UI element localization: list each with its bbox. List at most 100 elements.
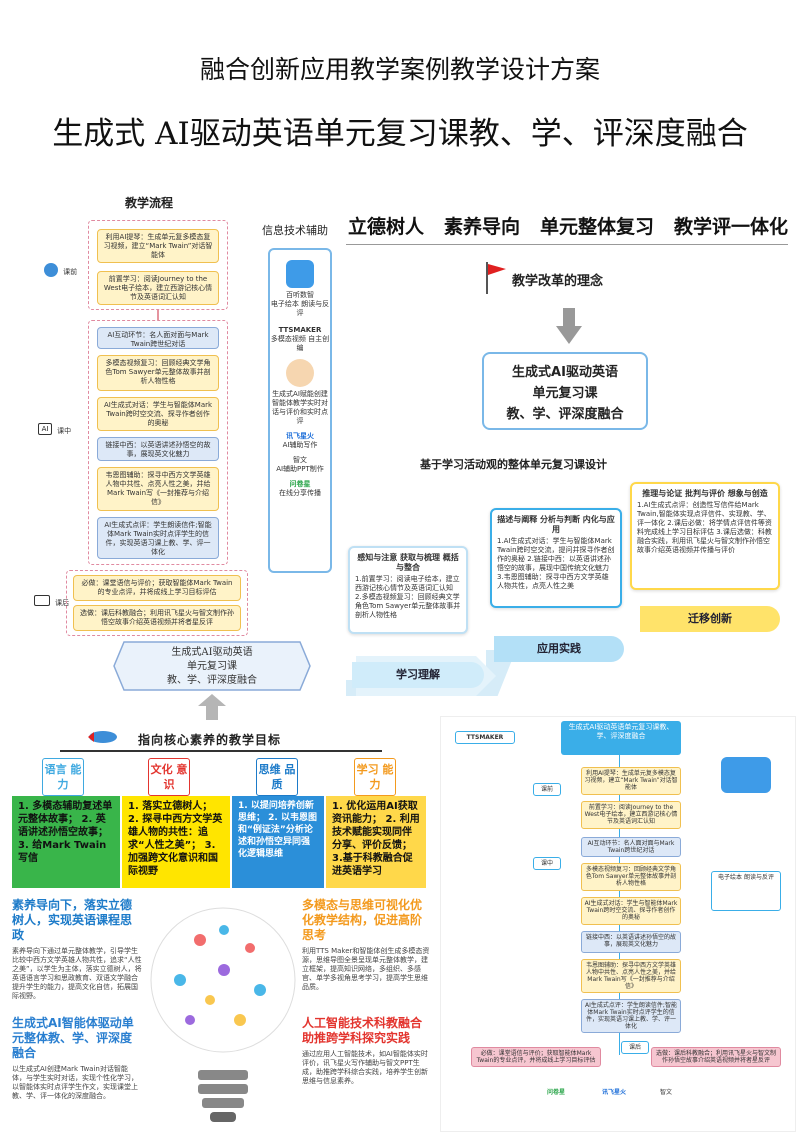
in-class-label: 课中 bbox=[57, 427, 72, 435]
core-line: 教、学、评深度融合 bbox=[506, 407, 624, 422]
core-line: 生成式AI驱动英语 bbox=[512, 365, 618, 380]
mindmap-box: AI互动环节：名人面对面与Mark Twain跨世纪对话 bbox=[581, 837, 681, 857]
pre-class-label: 课前 bbox=[63, 268, 78, 276]
goal-column-thinking: 思维 品质 bbox=[256, 758, 298, 796]
mindmap-node: 课后 bbox=[621, 1041, 649, 1054]
it-item: TTSMAKER 多模态视频 自主创编 bbox=[270, 318, 330, 353]
mindmap-box: 选做：课后科教融合；利用讯飞星火与智文制作孙悟空故事介绍英语视频并将者星反评 bbox=[651, 1047, 781, 1067]
gear-icon bbox=[44, 262, 58, 277]
mindmap-box: AI生成式对话：学生与智能体Mark Twain跨时空交流、探寻作者创作的奥秘 bbox=[581, 897, 681, 925]
it-item-desc: AI辅助PPT制作 bbox=[276, 465, 324, 473]
ai-icon: AI bbox=[38, 422, 52, 435]
rocket-icon bbox=[88, 731, 117, 743]
mindmap-box: AI生成式点评：学生朗读信件;智能体Mark Twain实时点评学生的信件，实现… bbox=[581, 999, 681, 1033]
in-class-step: 韦恩图辅助：探寻中西方文学英雄人物中共性、点亮人性之美，并给Mark Twain… bbox=[97, 467, 219, 511]
core-box: 生成式AI驱动英语 单元复习课 教、学、评深度融合 bbox=[482, 352, 648, 430]
principle-item: 教学评一体化 bbox=[673, 216, 788, 238]
summary-line: 单元复习课 bbox=[187, 661, 237, 672]
in-class-step: 链接中西：以英语讲述孙悟空的故事，展现英文化魅力 bbox=[97, 437, 219, 461]
it-item: 百听数智 电子绘本 朗读与反评 bbox=[270, 250, 330, 318]
it-item-name: 讯飞星火 bbox=[286, 432, 314, 440]
activity-card-2: 描述与阐释 分析与判断 内化与应用 1.AI生成式对话：学生与智能体Mark T… bbox=[490, 508, 622, 608]
principles-row: 立德树人 素养导向 单元整体复习 教学评一体化 bbox=[348, 212, 788, 239]
it-item-name: 智文 bbox=[293, 456, 307, 464]
it-item-desc: 多模态视频 自主创编 bbox=[270, 335, 330, 352]
mindmap-panel: 生成式AI驱动英语单元复习课教、学、评深度融合 课前 课中 课后 TTSMAKE… bbox=[440, 716, 796, 1132]
pre-class-step: 利用AI提琴：生成单元复多模态复习视频，建立“Mark Twain”对话智能体 bbox=[97, 229, 219, 263]
pre-class-block: 利用AI提琴：生成单元复多模态复习视频，建立“Mark Twain”对话智能体 … bbox=[88, 220, 228, 310]
laptop-icon bbox=[34, 595, 50, 606]
bulb-head: 多模态与思维可视化优化教学结构，促进高阶思考 bbox=[302, 898, 423, 942]
post-class-section: 课后 bbox=[34, 590, 69, 609]
in-class-section: AI 课中 bbox=[38, 418, 71, 437]
it-item: 讯飞星火 AI辅助写作 bbox=[270, 426, 330, 450]
page-subtitle: 生成式 AI驱动英语单元复习课教、学、评深度融合 bbox=[52, 116, 748, 152]
bulb-text: 素养导向下通过单元整体教学，引导学生比较中西方文学英雄人物共性，追求“人性之美”… bbox=[12, 947, 142, 1000]
principles-label: 教学改革的理念 bbox=[512, 274, 604, 289]
it-item-desc: 在线分享传播 bbox=[279, 489, 321, 497]
pre-class-step: 前置学习：阅读Journey to the West电子绘本，建立西游记核心情节… bbox=[97, 271, 219, 305]
goal-body-learning: 1. 优化运用AI获取资讯能力； 2. 利用技术赋能实现同伴分享、评价反馈； 3… bbox=[326, 796, 426, 888]
mindmap-node: 问卷星 bbox=[546, 1089, 565, 1096]
card-body: 1.AI生成式点评：创造性写信件给Mark Twain,智能体实现点评信件、实现… bbox=[637, 501, 772, 554]
avatar-icon bbox=[286, 359, 314, 387]
bulb-bottom-left: 生成式AI智能体驱动单元整体教、学、评深度融合 以生成式AI创建Mark Twa… bbox=[12, 1016, 138, 1101]
card-head: 感知与注意 获取与梳理 概括与整合 bbox=[357, 553, 459, 572]
goal-column-language: 语言 能力 bbox=[42, 758, 84, 796]
mindmap-box: 多模态视频复习：回顾经典文学角色Tom Sawyer单元整体故事并剖析人物性格 bbox=[581, 863, 681, 891]
bulb-head: 素养导向下，落实立德树人，实现英语课程思政 bbox=[12, 898, 133, 942]
post-class-block: 必做：课堂语信与评价；获取智能体Mark Twain的专业点评，并将成线上学习目… bbox=[66, 570, 248, 636]
it-item-desc: AI辅助写作 bbox=[282, 441, 318, 449]
goal-head: 思维 品质 bbox=[256, 758, 298, 796]
goal-head: 学习 能力 bbox=[354, 758, 396, 796]
summary-hexagon bbox=[113, 641, 311, 691]
it-support-column: 百听数智 电子绘本 朗读与反评 TTSMAKER 多模态视频 自主创编 生成式A… bbox=[268, 248, 332, 573]
principle-item: 素养导向 bbox=[443, 216, 520, 238]
in-class-block: AI互动环节：名人面对面与Mark Twain跨世纪对话 多模态视频复习：回顾经… bbox=[88, 320, 228, 565]
activity-title: 基于学习活动观的整体单元复习课设计 bbox=[420, 458, 607, 471]
bulb-top-right: 多模态与思维可视化优化教学结构，促进高阶思考 利用TTS Maker和智能体创生… bbox=[302, 898, 432, 992]
bulb-text: 通过应用人工智能技术，如AI智能体实时评价，讯飞星火写作辅助与智文PPT生成，助… bbox=[302, 1050, 428, 1085]
goal-body-language: 1. 多模态辅助复述单元整体故事； 2. 英语讲述孙悟空故事； 3. 给Mark… bbox=[12, 796, 120, 888]
mindmap-box: 前置学习：阅读Journey to the West电子绘本，建立西游记核心情节… bbox=[581, 801, 681, 829]
mindmap-node: 课中 bbox=[533, 857, 561, 870]
lightbulb-graphic bbox=[150, 907, 296, 1122]
bulb-text: 以生成式AI创建Mark Twain对话智能体，与学生实时对话，实现个性化学习，… bbox=[12, 1065, 138, 1100]
it-item-name: TTSMAKER bbox=[278, 326, 322, 334]
down-arrow bbox=[556, 308, 582, 344]
connector bbox=[157, 310, 159, 320]
goals-title: 指向核心素养的教学目标 bbox=[138, 733, 282, 747]
mindmap-node: 课前 bbox=[533, 783, 561, 796]
bulb-top-left: 素养导向下，落实立德树人，实现英语课程思政 素养导向下通过单元整体教学，引导学生… bbox=[12, 898, 142, 1001]
reading-app-icon bbox=[721, 757, 771, 793]
it-item: 问卷星 在线分享传播 bbox=[270, 474, 330, 498]
stage-innovation: 迁移创新 bbox=[640, 606, 780, 632]
stage-understanding: 学习理解 bbox=[352, 662, 484, 688]
in-class-step: AI互动环节：名人面对面与Mark Twain跨世纪对话 bbox=[97, 327, 219, 349]
mindmap-node: 讯飞星火 bbox=[601, 1089, 626, 1096]
stage-practice: 应用实践 bbox=[494, 636, 624, 662]
it-item-desc: 电子绘本 朗读与反评 bbox=[270, 300, 330, 317]
mindmap-node: TTSMAKER bbox=[455, 731, 515, 744]
it-item-name: 百听数智 bbox=[286, 291, 314, 299]
card-body: 1.前置学习：阅读电子绘本，建立西游记核心情节及英语词汇认知 2.多模态视频复习… bbox=[355, 575, 461, 619]
bulb-head: 生成式AI智能体驱动单元整体教、学、评深度融合 bbox=[12, 1016, 134, 1060]
core-line: 单元复习课 bbox=[532, 386, 598, 401]
it-support-title: 信息技术辅助 bbox=[262, 224, 328, 237]
mindmap-box: 链接中西：以英语讲述孙悟空的故事，展现英文化魅力 bbox=[581, 931, 681, 953]
goal-head: 文化 意识 bbox=[148, 758, 190, 796]
goal-body-culture: 1. 落实立德树人； 2. 探寻中西方文学英雄人物的共性：追求“人性之美”； 3… bbox=[122, 796, 230, 888]
flow-title: 教学流程 bbox=[125, 196, 174, 210]
bulb-bottom-right: 人工智能技术科教融合助推跨学科探究实践 通过应用人工智能技术，如AI智能体实时评… bbox=[302, 1016, 432, 1086]
card-head: 推理与论证 批判与评价 想象与创造 bbox=[642, 489, 768, 498]
card-body: 1.AI生成式对话：学生与智能体Mark Twain跨时空交流，提问并探寻作者创… bbox=[497, 537, 615, 590]
in-class-step: AI生成式对话：学生与智能体Mark Twain跨时空交流、探寻作者创作的奥秘 bbox=[97, 397, 219, 431]
reading-app-icon bbox=[286, 260, 314, 288]
pre-class-section: 课前 bbox=[44, 259, 77, 278]
mindmap-box: 必做：课堂语信与评价；获取智能体Mark Twain的专业点评，并将成线上学习目… bbox=[471, 1047, 601, 1067]
it-item: 智文 AI辅助PPT制作 bbox=[270, 450, 330, 474]
in-class-step: 多模态视频复习：回顾经典文学角色Tom Sawyer单元整体故事并剖析人物性格 bbox=[97, 355, 219, 391]
goals-bracket bbox=[60, 750, 382, 752]
in-class-step: AI生成式点评：学生朗读信件;智能体Mark Twain实时点评学生的信件，实现… bbox=[97, 517, 219, 559]
bulb-text: 利用TTS Maker和智能体创生成多模态资源，思维导图全景呈现单元整体教学，建… bbox=[302, 947, 430, 991]
